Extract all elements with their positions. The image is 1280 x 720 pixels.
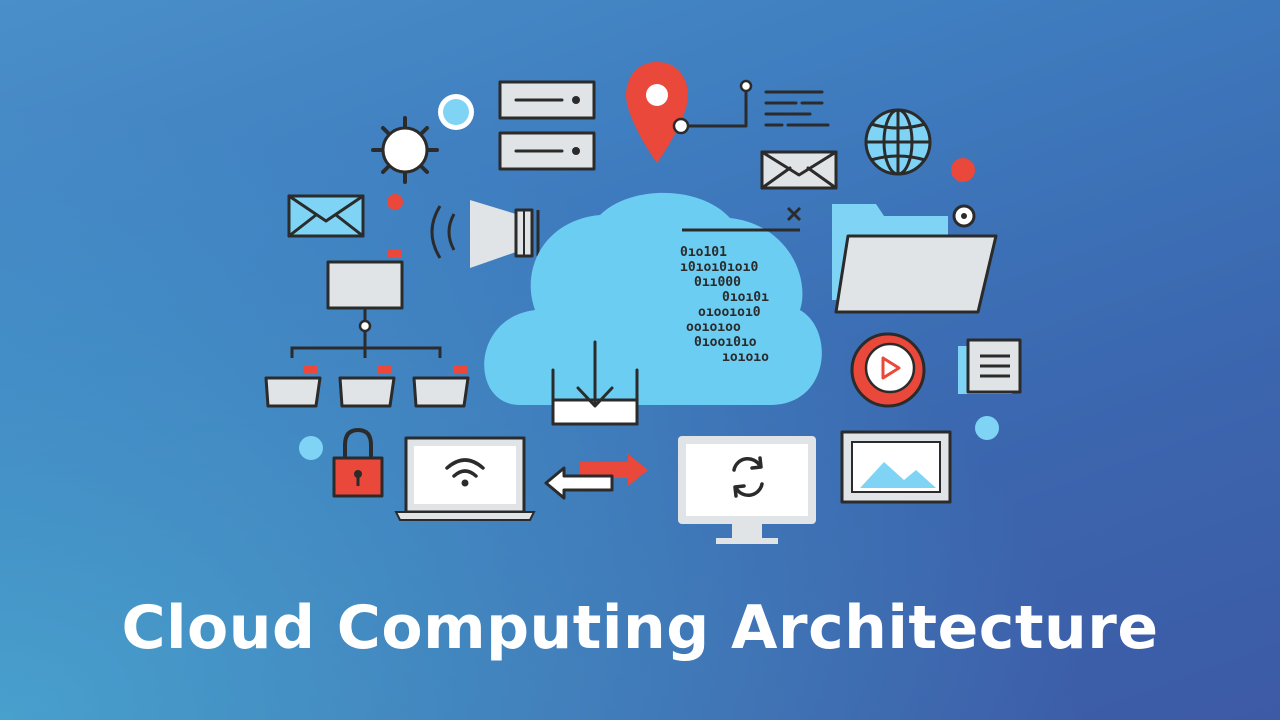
sun-dot-icon (438, 94, 474, 130)
binary-row: oıooıoı0 (698, 305, 761, 320)
globe-icon (864, 108, 932, 176)
location-pin-icon (626, 62, 753, 163)
document-icon (958, 338, 1022, 394)
download-icon (551, 340, 639, 426)
decor-dot-blue (975, 416, 999, 440)
padlock-icon (332, 427, 384, 498)
speaker-icon (430, 200, 540, 268)
decor-dot-red (951, 158, 975, 182)
binary-row: 0ıooı0ıo (694, 335, 757, 350)
monitor-sync-icon (678, 436, 816, 544)
binary-row: 0ıı000 (694, 275, 741, 290)
binary-row: 0ıo101 (680, 245, 727, 260)
server-icon (498, 80, 596, 171)
binary-row: ıoıoıo (722, 350, 769, 365)
play-button-icon (850, 332, 926, 408)
image-frame-icon (840, 430, 952, 504)
banner-title: Cloud Computing Architecture (121, 593, 1159, 663)
network-tree-icon (264, 250, 470, 408)
sync-arrows-icon (544, 454, 648, 500)
envelope-icon (287, 194, 365, 238)
binary-row: ı0ıoı0ıoı0 (680, 260, 758, 275)
envelope-icon (760, 150, 838, 190)
folder-icon (832, 204, 998, 314)
gear-icon (371, 116, 439, 184)
cloud-icon: 0ıo101 ı0ıoı0ıoı0 0ıı000 0ıoı0ı oıooıoı0… (484, 192, 822, 405)
binary-row: 0ıoı0ı (722, 290, 769, 305)
decor-dot-blue (299, 436, 323, 460)
laptop-wifi-icon (394, 436, 536, 521)
decor-dot-red (387, 194, 403, 210)
text-lines-icon (764, 90, 830, 127)
binary-row: ooıoıoo (686, 320, 741, 335)
